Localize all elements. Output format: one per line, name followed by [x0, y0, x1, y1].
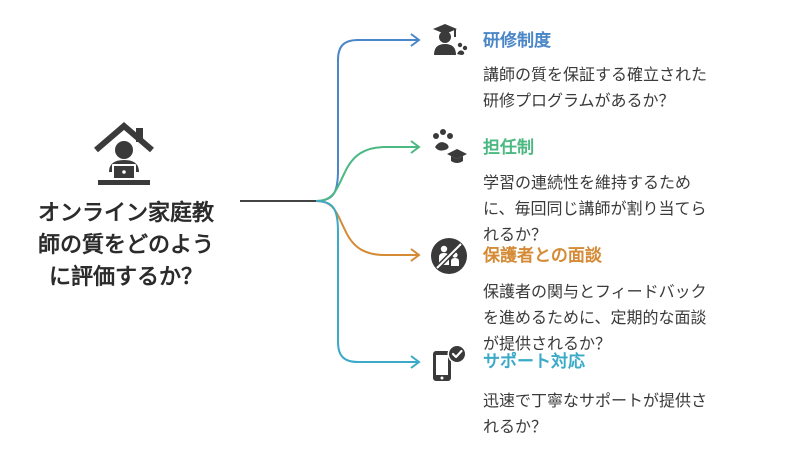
connector-homeroom	[315, 146, 418, 202]
parent-meeting-icon	[431, 238, 467, 274]
branch-desc-support: 迅速で丁寧なサポートが提供さ れるか？	[483, 391, 708, 436]
branch-desc-research: 講師の質を保証する確立された 研修プログラムがあるか？	[483, 65, 708, 110]
branch-title-parent: 保護者との面談	[483, 246, 602, 266]
home-teacher-icon	[94, 122, 154, 185]
branch-title-homeroom: 担任制	[483, 138, 534, 158]
branch-desc-homeroom: 学習の連続性を維持するため に、毎回同じ講師が割り当てら れるか？	[483, 173, 707, 244]
branch-title-research: 研修制度	[483, 31, 551, 51]
connector-research-arrow	[410, 33, 421, 47]
connector-parent-arrow	[410, 248, 421, 262]
connector-homeroom-arrow	[410, 140, 421, 154]
support-phone-icon	[433, 344, 467, 381]
center-title: オンライン家庭教 師の質をどのよう に評価するか？	[37, 201, 214, 290]
branch-desc-parent: 保護者の関与とフィードバック を進めるために、定期的な面談 が提供されるか？	[483, 282, 707, 353]
teacher-training-icon	[433, 24, 468, 55]
connector-parent	[315, 200, 418, 256]
assigned-teacher-icon	[433, 129, 467, 163]
connector-research	[315, 39, 418, 202]
connector-support	[315, 200, 418, 363]
connector-support-arrow	[410, 355, 421, 369]
branch-title-support: サポート対応	[483, 352, 585, 372]
